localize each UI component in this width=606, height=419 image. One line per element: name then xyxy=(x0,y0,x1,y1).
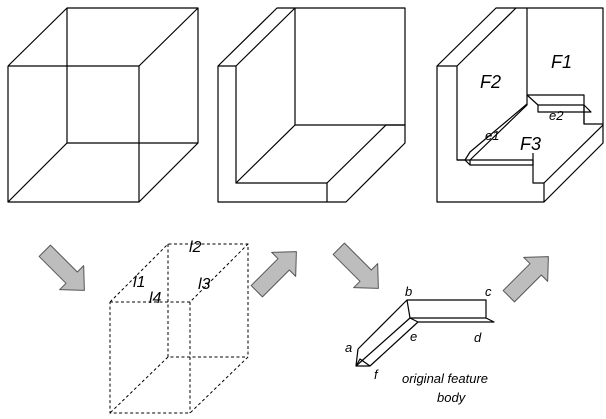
label-e2: e2 xyxy=(549,108,564,123)
arrow-3-shape xyxy=(332,242,379,289)
arrow-2-shape xyxy=(250,251,297,298)
l-block-floor-diagonal xyxy=(235,124,296,184)
faces-e1-chamfer xyxy=(464,103,528,161)
faces-floor-front xyxy=(464,159,534,166)
dashed-cube-back xyxy=(167,244,248,358)
feature-body-edge-be xyxy=(406,299,411,319)
label-b: b xyxy=(405,284,412,299)
faces-block-outline xyxy=(436,7,604,203)
dashed-cube: l2 l1 l3 l4 xyxy=(109,239,249,414)
faces-step-diagonal xyxy=(543,124,604,184)
l-block-front-step xyxy=(235,66,328,202)
arrow-4-up-right xyxy=(502,256,549,303)
l-block-with-faces: F1 F2 F3 e1 e2 xyxy=(436,7,604,203)
l-block-outline xyxy=(217,7,406,203)
cube-front-top-edges xyxy=(8,7,199,67)
label-l1: l1 xyxy=(133,274,145,291)
feature-body-corner-af xyxy=(355,358,371,367)
faces-e2-lower xyxy=(537,104,592,113)
l-block-step-diagonal xyxy=(326,124,387,184)
l-block-inner-corner xyxy=(294,8,405,126)
label-l4: l4 xyxy=(149,290,162,307)
faces-left-top xyxy=(437,7,517,67)
label-e: e xyxy=(410,329,417,344)
label-f3: F3 xyxy=(520,134,541,154)
feature-body-edge-e xyxy=(409,317,419,323)
caption-line-1: original feature xyxy=(402,371,488,386)
faces-front-step xyxy=(470,159,545,202)
label-f1: F1 xyxy=(551,52,572,72)
label-f2: F2 xyxy=(480,72,501,92)
dashed-cube-top-front xyxy=(110,243,249,303)
cube-hidden-diagonal xyxy=(7,142,68,203)
feature-body-upper xyxy=(355,299,487,367)
wireframe-cube xyxy=(7,7,199,203)
cube-hidden-back-edges xyxy=(66,8,198,144)
label-e1: e1 xyxy=(485,128,499,143)
dashed-cube-back-diagonal xyxy=(109,356,169,414)
label-l2: l2 xyxy=(189,239,202,256)
l-shaped-block xyxy=(217,7,406,203)
label-l3: l3 xyxy=(198,276,211,293)
feature-body: b c a e d f original feature body xyxy=(345,284,495,405)
arrow-3-down-right xyxy=(332,242,379,289)
caption-line-2: body xyxy=(437,390,467,405)
l-block-left-top xyxy=(218,7,296,67)
faces-e2-chamfer xyxy=(526,94,585,124)
arrow-4-shape xyxy=(502,256,549,303)
arrow-1-shape xyxy=(38,244,85,291)
arrow-1-down-right xyxy=(38,244,85,291)
label-a: a xyxy=(345,340,352,355)
dashed-cube-outline xyxy=(109,243,249,414)
label-c: c xyxy=(485,284,492,299)
label-d: d xyxy=(474,330,482,345)
faces-inner-vertical xyxy=(457,8,528,161)
faces-left-inner xyxy=(456,66,465,161)
label-f: f xyxy=(374,367,379,382)
arrow-2-up-right xyxy=(250,251,297,298)
